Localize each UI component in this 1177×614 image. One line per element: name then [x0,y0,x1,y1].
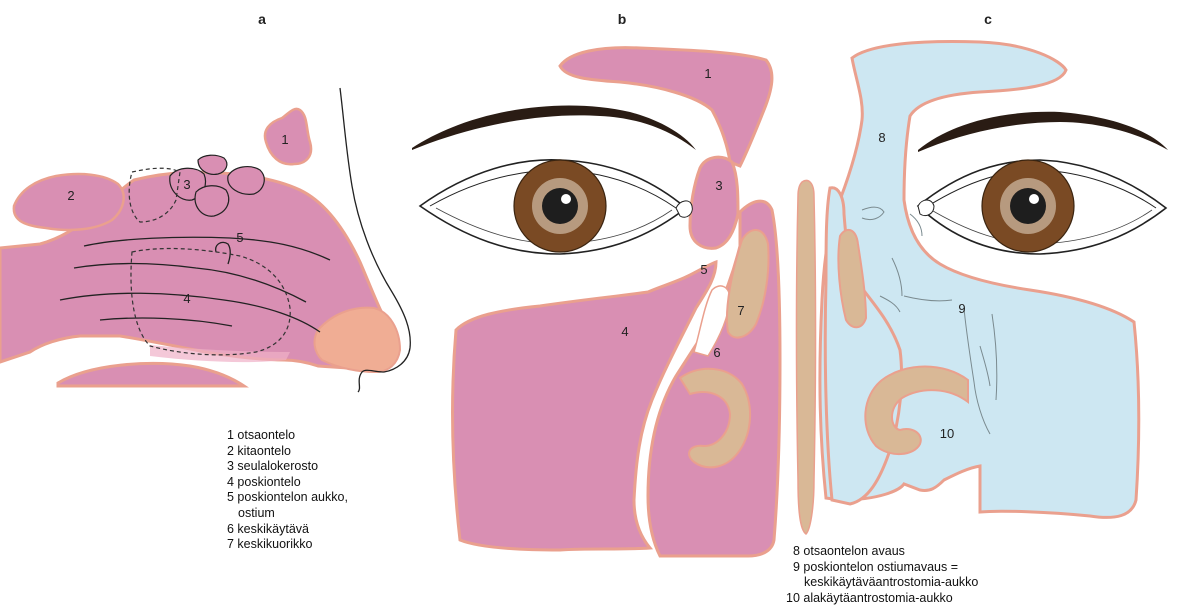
legend-left: 1 otsaontelo 2 kitaontelo 3 seulalokeros… [227,428,348,553]
legend-item-7: 7 keskikuorikko [227,537,348,553]
label-c-9: 9 [958,301,965,316]
label-b-5: 5 [700,262,707,277]
legend-item-10: 10 alakäytäantrostomia-aukko [786,591,978,607]
label-a-3: 3 [183,177,190,192]
panel-c-label: c [984,11,992,27]
panel-b-label: b [618,11,627,27]
ethmoid-b [690,157,738,248]
panel-bc-frontal-view: b c 1 3 4 5 6 7 8 9 10 [412,11,1168,556]
label-c-10: 10 [940,426,954,441]
label-b-3: 3 [715,178,722,193]
legend-item-9-cont: keskikäytäväantrostomia-aukko [786,575,978,591]
legend-item-8: 8 otsaontelon avaus [786,544,978,560]
right-eyebrow [918,112,1168,152]
right-pupil [1010,188,1046,224]
legend-item-5-cont: ostium [227,506,348,522]
label-a-2: 2 [67,188,74,203]
nasal-septum [797,181,816,534]
legend-right: 8 otsaontelon avaus 9 poskiontelon ostiu… [786,544,978,606]
label-a-5: 5 [236,230,243,245]
left-eye [420,160,692,254]
label-c-8: 8 [878,130,885,145]
left-pupil [542,188,578,224]
label-a-1: 1 [281,132,288,147]
palate-region [58,363,244,386]
legend-item-9: 9 poskiontelon ostiumavaus = [786,560,978,576]
legend-item-1: 1 otsaontelo [227,428,348,444]
right-eye [918,160,1166,254]
label-b-1: 1 [704,66,711,81]
legend-item-2: 2 kitaontelo [227,444,348,460]
label-b-7: 7 [737,303,744,318]
panel-a-label: a [258,11,266,27]
panel-a-lateral-view: a 1 2 3 4 5 [0,11,410,392]
left-eyebrow [412,105,696,150]
legend-item-6: 6 keskikäytävä [227,522,348,538]
label-b-6: 6 [713,345,720,360]
legend-item-3: 3 seulalokerosto [227,459,348,475]
label-a-4: 4 [183,291,190,306]
legend-item-4: 4 poskiontelo [227,475,348,491]
legend-item-5: 5 poskiontelon aukko, [227,490,348,506]
label-b-4: 4 [621,324,628,339]
